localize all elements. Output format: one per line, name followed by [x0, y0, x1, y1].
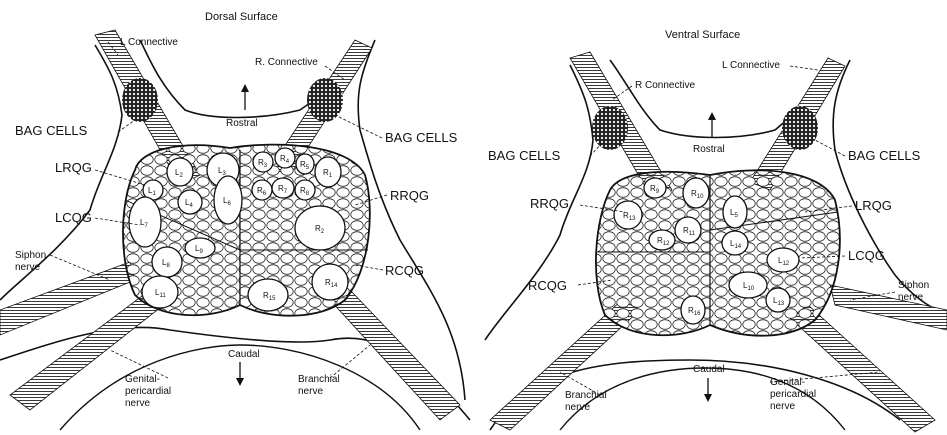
neuron-outline	[129, 197, 161, 247]
neuron-outline	[178, 190, 202, 214]
dorsal-siphon-label-2: nerve	[15, 262, 40, 273]
neuron-outline	[185, 238, 215, 258]
dorsal-rostral-label: Rostral	[226, 118, 258, 129]
ventral-neuron-r9: R9	[644, 178, 666, 198]
ventral-neuron-l14: L14	[722, 231, 748, 255]
dorsal-lrqg-label: LRQG	[55, 160, 92, 175]
dorsal-panel: Dorsal Surface L2L3L1L4L6L7L9L8L11R3R4R5…	[0, 11, 470, 430]
neuron-outline	[766, 288, 790, 312]
ventral-neuron-r13: R13	[614, 201, 642, 229]
ventral-neuron-l10: L10	[729, 272, 767, 298]
ventral-siphon-label-1: Siphon	[898, 280, 929, 291]
ventral-caudal-arrowhead	[704, 394, 712, 402]
ventral-bag-cells-left	[592, 106, 628, 150]
dorsal-rcqg-label: RCQG	[385, 263, 424, 278]
dorsal-bag-cells-right	[307, 78, 343, 122]
ventral-bag-cells-right-label: BAG CELLS	[848, 148, 921, 163]
dorsal-neuron-r2: R2	[295, 206, 345, 250]
dorsal-neuron-l7: L7	[129, 197, 161, 247]
dorsal-l-connective-label: L Connective	[120, 37, 178, 48]
dorsal-neuron-l6: L6	[214, 176, 242, 224]
ventral-branchial-label-1: Branchial	[565, 390, 607, 401]
ventral-r-connective-label: R Connective	[635, 80, 695, 91]
neuron-outline	[214, 176, 242, 224]
dorsal-neuron-l2: L2	[167, 158, 193, 186]
dorsal-siphon-label-1: Siphon	[15, 250, 46, 261]
ventral-genital-label-1: Genital-	[770, 377, 805, 388]
dorsal-bag-cells-left	[122, 78, 158, 122]
neuron-outline	[767, 248, 799, 272]
dorsal-branchial-label-2: nerve	[298, 386, 323, 397]
ventral-neuron-l12: L12	[767, 248, 799, 272]
ventral-neuron-l5: L5	[723, 196, 747, 228]
ventral-rrqg-label: RRQG	[530, 196, 569, 211]
dorsal-lcqg-label: LCQG	[55, 210, 92, 225]
neuron-outline	[167, 158, 193, 186]
ventral-neuron-r12: R12	[649, 230, 675, 250]
dorsal-neuron-r6: R6	[252, 180, 272, 200]
dorsal-title: Dorsal Surface	[205, 11, 278, 23]
neuron-outline	[722, 231, 748, 255]
dorsal-neuron-l9: L9	[185, 238, 215, 258]
ventral-neuron-r10: R10	[683, 178, 709, 208]
dorsal-neuron-r4: R4	[275, 148, 295, 168]
ventral-neuron-r16: R16	[681, 296, 705, 324]
dorsal-neuron-r3: R3	[253, 152, 273, 172]
dorsal-genital-label-2: pericardial	[125, 386, 171, 397]
dorsal-genital-label-3: nerve	[125, 398, 150, 409]
ventral-rcqg-label: RCQG	[528, 278, 567, 293]
ventral-lcqg-label: LCQG	[848, 248, 885, 263]
ventral-l-connective-label: L Connective	[722, 60, 780, 71]
dorsal-rrqg-label: RRQG	[390, 188, 429, 203]
ventral-genital-label-2: pericardial	[770, 389, 816, 400]
dorsal-neuron-r15: R15	[248, 279, 288, 311]
dorsal-caudal-label: Caudal	[228, 349, 260, 360]
ventral-lrqg-label: LRQG	[855, 198, 892, 213]
ventral-neuron-r11: R11	[675, 217, 701, 243]
dorsal-branchial-label-1: Branchial	[298, 374, 340, 385]
ventral-rostral-label: Rostral	[693, 144, 725, 155]
ventral-ganglion-body	[596, 170, 840, 335]
ventral-caudal-label: Caudal	[693, 364, 725, 375]
ventral-siphon-nerve-bundle	[830, 285, 947, 330]
dorsal-neuron-l4: L4	[178, 190, 202, 214]
dorsal-neuron-r7: R7	[272, 178, 294, 198]
dorsal-genital-label-1: Genital-	[125, 374, 160, 385]
dorsal-neuron-r14: R14	[312, 264, 348, 300]
dorsal-bag-cells-right-label: BAG CELLS	[385, 130, 458, 145]
dorsal-r-connective-label: R. Connective	[255, 57, 318, 68]
dorsal-caudal-arrowhead	[236, 378, 244, 386]
ventral-branchial-label-2: nerve	[565, 402, 590, 413]
ventral-genital-label-3: nerve	[770, 401, 795, 412]
ventral-rostral-arrowhead	[708, 112, 716, 120]
dorsal-neuron-l11: L11	[142, 276, 178, 308]
ventral-bag-cells-right	[782, 106, 818, 150]
dorsal-neuron-l8: L8	[152, 247, 182, 277]
ventral-siphon-label-2: nerve	[898, 292, 923, 303]
dorsal-bag-cells-left-label: BAG CELLS	[15, 123, 88, 138]
neuron-outline	[142, 276, 178, 308]
neuron-outline	[152, 247, 182, 277]
ventral-genital-nerve-bundle	[790, 305, 935, 432]
ventral-neuron-l13: L13	[766, 288, 790, 312]
dorsal-rostral-arrowhead	[241, 84, 249, 92]
neuron-outline	[723, 196, 747, 228]
ventral-panel: Ventral Surface R9 R10R13R11R12R16 L5L14L1…	[485, 29, 947, 432]
ventral-title: Ventral Surface	[665, 29, 740, 41]
dorsal-neuron-r8: R8	[295, 180, 315, 200]
neuron-outline	[729, 272, 767, 298]
dorsal-neuron-r5: R5	[296, 154, 314, 174]
dorsal-neuron-r1: R1	[315, 157, 341, 187]
ventral-bag-cells-left-label: BAG CELLS	[488, 148, 561, 163]
